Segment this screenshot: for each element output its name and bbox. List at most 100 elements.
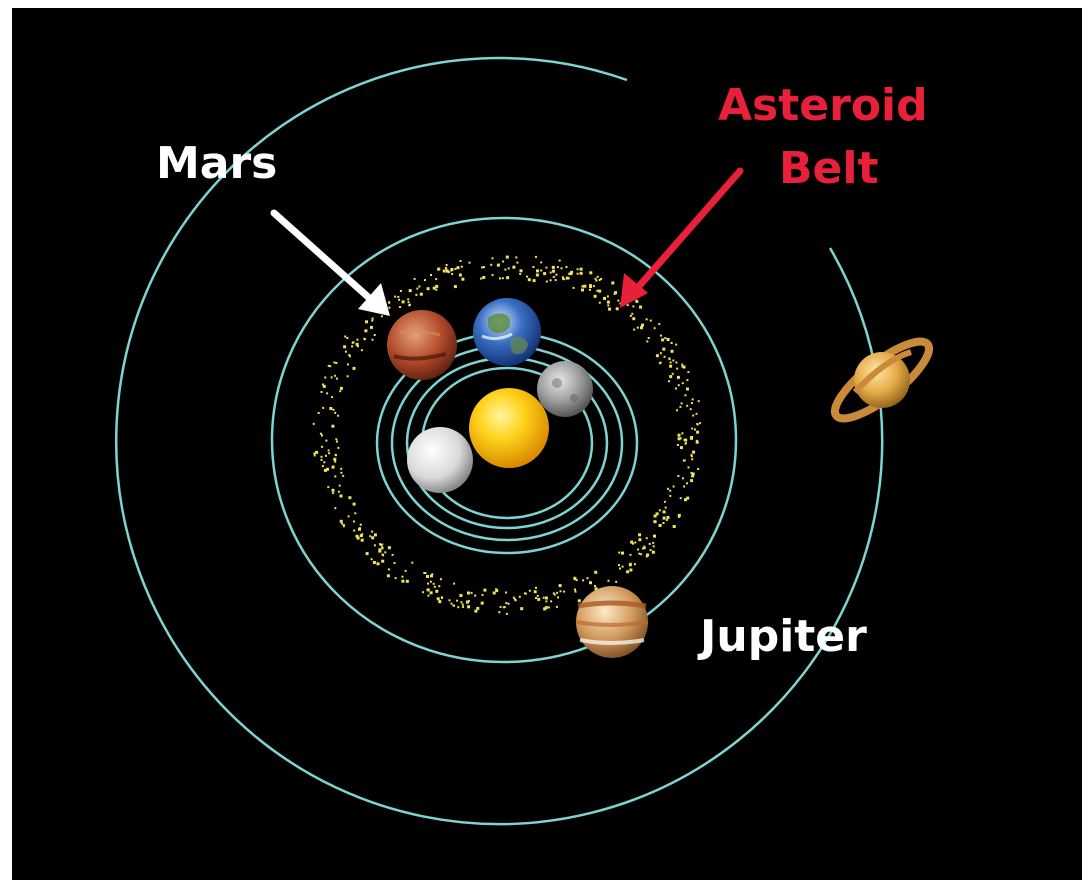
asteroid-dot (353, 520, 355, 523)
asteroid-dot (335, 362, 338, 364)
asteroid-dot (535, 597, 537, 599)
asteroid-dot (662, 516, 666, 520)
asteroid-dot (317, 412, 320, 414)
asteroid-dot (519, 269, 523, 273)
asteroid-dot (495, 588, 498, 591)
asteroid-dot (691, 472, 695, 476)
asteroid-dot (363, 337, 366, 340)
asteroid-dot (430, 274, 432, 276)
asteroid-dot (647, 337, 650, 339)
asteroid-dot (676, 409, 679, 412)
asteroid-dot (373, 533, 377, 537)
asteroid-dot (344, 350, 347, 353)
asteroid-dot (633, 328, 636, 331)
asteroid-dot (401, 575, 404, 578)
asteroid-dot (679, 405, 682, 408)
asteroid-dot (398, 298, 401, 301)
asteroid-dot (637, 548, 640, 551)
asteroid-dot (440, 596, 443, 599)
asteroid-dot (334, 475, 337, 478)
asteroid-dot (336, 440, 338, 443)
asteroid-dot (516, 261, 519, 264)
asteroid-dot (515, 256, 518, 259)
asteroid-dot (337, 414, 340, 417)
asteroid-dot (334, 453, 337, 456)
sun-icon (469, 388, 549, 468)
asteroid-dot (568, 272, 571, 275)
asteroid-dot (415, 293, 418, 296)
asteroid-dot (654, 520, 657, 523)
asteroid-dot (483, 266, 485, 269)
asteroid-dot (322, 406, 325, 409)
asteroid-dot (697, 468, 700, 470)
asteroid-dot (445, 267, 447, 269)
asteroid-dot (672, 485, 675, 488)
asteroid-dot (598, 279, 601, 281)
asteroid-dot (607, 579, 610, 582)
asteroid-dot (503, 606, 506, 609)
asteroid-dot (552, 276, 555, 278)
asteroid-dot (643, 545, 646, 548)
asteroid-dot (432, 582, 435, 585)
asteroid-dot (579, 267, 583, 271)
asteroid-dot (401, 579, 405, 583)
asteroid-dot (348, 496, 352, 500)
asteroid-dot (498, 611, 501, 614)
asteroid-dot (631, 312, 634, 315)
asteroid-dot (391, 553, 394, 556)
asteroid-dot (346, 337, 349, 339)
asteroid-dot (681, 382, 684, 385)
asteroid-dot (540, 261, 543, 264)
asteroid-dot (371, 317, 374, 320)
asteroid-dot (540, 269, 543, 272)
asteroid-dot (329, 407, 333, 410)
asteroid-dot (450, 269, 453, 272)
asteroid-dot (433, 585, 436, 588)
asteroid-dot (355, 534, 359, 538)
asteroid-dot (451, 273, 454, 275)
asteroid-dot (681, 365, 684, 368)
asteroid-dot (561, 276, 564, 279)
asteroid-dot (331, 488, 335, 492)
asteroid-dot (565, 276, 569, 280)
asteroid-dot (552, 269, 555, 273)
asteroid-dot (586, 577, 589, 580)
asteroid-dot (545, 600, 548, 603)
planet-saturn-icon (830, 337, 934, 423)
asteroid-dot (692, 414, 695, 417)
asteroid-dot (669, 364, 673, 368)
asteroid-dot (339, 390, 342, 393)
asteroid-dot (353, 529, 356, 532)
asteroid-dot (371, 536, 375, 540)
planet-earth-icon (473, 298, 541, 366)
asteroid-dot (555, 605, 558, 608)
asteroid-dot (461, 277, 465, 281)
asteroid-dot (545, 266, 548, 269)
asteroid-dot (342, 525, 345, 528)
asteroid-dot (462, 605, 464, 608)
asteroid-dot (467, 591, 470, 595)
asteroid-dot (481, 266, 484, 269)
asteroid-dot (682, 459, 685, 462)
asteroid-dot (592, 285, 595, 288)
asteroid-dot (677, 433, 681, 437)
asteroid-dot (594, 277, 597, 280)
orbit-jupiter (270, 216, 738, 664)
asteroid-dot (354, 512, 357, 515)
asteroid-dot (675, 343, 678, 346)
asteroid-dot (574, 588, 576, 591)
asteroid-dot (424, 279, 426, 282)
asteroid-dot (456, 599, 459, 602)
asteroid-dot (453, 285, 457, 289)
asteroid-dot (532, 266, 535, 268)
asteroid-dot (600, 278, 603, 280)
asteroid-dot (331, 396, 334, 399)
asteroid-dot (388, 306, 391, 309)
asteroid-dot (321, 465, 324, 468)
asteroid-dot (690, 471, 693, 474)
asteroid-dot (372, 561, 376, 564)
asteroid-dot (482, 276, 486, 279)
asteroid-dot (572, 286, 575, 289)
asteroid-dot (589, 288, 591, 291)
asteroid-dot (690, 479, 694, 483)
